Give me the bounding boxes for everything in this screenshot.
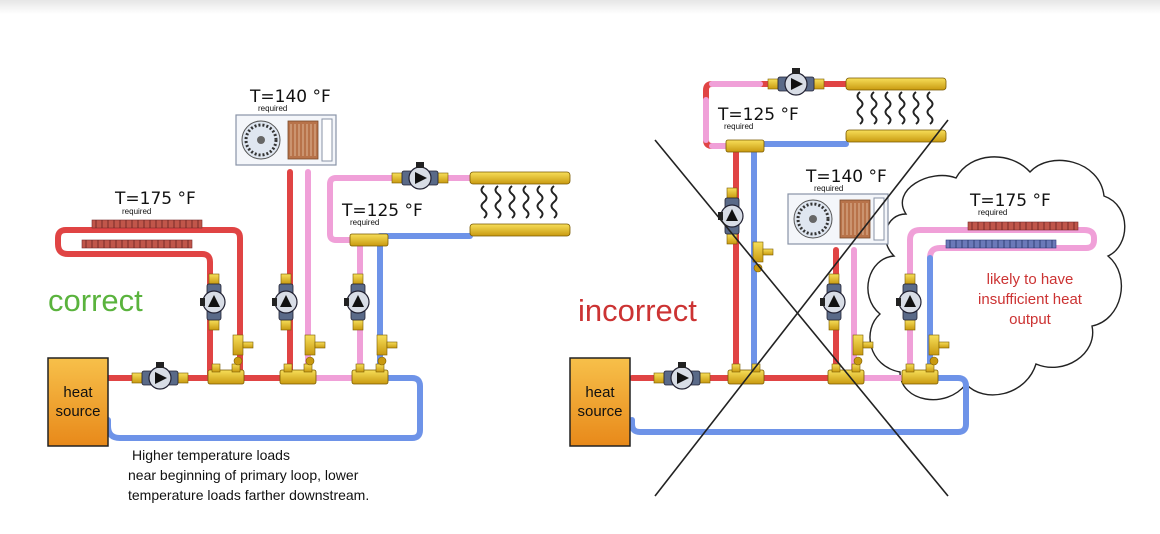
correct-label: correct [48,283,143,318]
purge-valve-2 [304,334,326,366]
manifold-return-pipe [377,233,473,381]
radiant-manifold-right [845,77,947,143]
air-handler-right [786,192,890,246]
cross-out-line-2 [654,119,949,497]
branch-pump-1 [199,273,226,331]
tee-pair-3 [351,363,389,385]
load-right2-temp: T=140 °F [805,167,887,187]
heat-source-box-right [569,357,631,447]
baseboard-upper-element [91,219,203,229]
heat-source-right-line1: heat [585,384,615,401]
incorrect-label: incorrect [578,293,697,328]
heat-source-box [47,357,109,447]
load1-temp: T=175 °F [114,189,196,209]
purge-valve-3 [376,334,398,366]
baseboard-lower-right [945,239,1057,249]
purge-valve-right-1 [752,241,774,273]
branch-pump-2 [271,273,298,331]
caption-line2: near beginning of primary loop, lower [128,467,359,483]
caption-line3: temperature loads farther downstream. [128,487,369,503]
manifold-tee [349,233,389,247]
manifold-supply-pipe [327,175,473,243]
top-band [0,0,1160,14]
baseboard-upper-right [967,221,1079,231]
load3-temp: T=125 °F [341,201,423,221]
warning-line2: insufficient heat [978,291,1083,308]
primary-return-pipe-right [629,375,969,435]
tee-pair-right-1 [727,363,765,385]
load-right2-required: required [814,184,843,193]
correct-panel: heat source T=175 °F required T=140 °F r… [47,87,571,503]
radiant-manifold [469,171,571,237]
primary-pump [131,361,189,390]
baseboard-loop-right [907,227,1097,381]
branch-pump-3 [343,273,370,331]
load-right1-required: required [724,122,753,131]
air-handler [234,113,338,167]
cross-out-line-1 [654,139,949,497]
baseboard-loop-pipe [55,227,243,381]
warning-line3: output [1009,311,1052,328]
load2-temp: T=140 °F [249,87,331,107]
branch-pump-right-2 [819,273,846,331]
manifold-pump [391,161,449,190]
primary-return-pipe [105,375,423,441]
load2-required: required [258,104,287,113]
load-right3-temp: T=175 °F [969,191,1051,211]
tee-pair-right-2 [827,363,865,385]
manifold-pump-right [767,67,825,96]
baseboard-lower-element [81,239,193,249]
caption-line1: Higher temperature loads [132,447,290,463]
primary-pump-right [653,361,711,390]
load3-required: required [350,218,379,227]
tee-pair-2 [279,363,317,385]
load-right1-temp: T=125 °F [717,105,799,125]
warning-line1: likely to have [987,271,1074,288]
load1-required: required [122,207,151,216]
manifold-tee-right [725,139,765,153]
load-right3-required: required [978,208,1007,217]
incorrect-panel: heat source T=125 °F required T=140 °F r… [569,67,1126,497]
heat-source-right-line2: source [577,403,622,420]
heat-source-line1: heat [63,384,93,401]
tee-pair-1 [207,363,245,385]
heat-source-line2: source [55,403,100,420]
branch-pump-right-1 [717,187,744,245]
